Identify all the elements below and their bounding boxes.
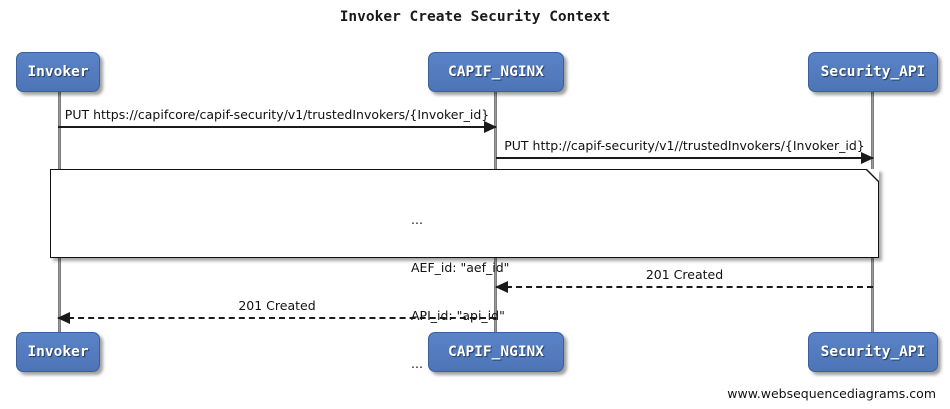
message-label: 201 Created — [645, 267, 724, 282]
message-line — [496, 286, 873, 288]
note-content: ... AEF_id: "aef_id" API_id: "api_id" ..… — [411, 180, 509, 404]
note-line: AEF_id: "aef_id" — [411, 260, 510, 275]
note-line: ... — [411, 212, 423, 227]
arrowhead-icon — [484, 121, 497, 133]
participant-label: CAPIF_NGINX — [447, 344, 545, 360]
message-label: PUT http://capif-security/v1//trustedInv… — [504, 138, 865, 153]
message-label: 201 Created — [238, 298, 316, 313]
arrowhead-icon — [861, 152, 874, 164]
participant-invoker-top[interactable]: Invoker — [16, 52, 100, 92]
participant-invoker-bottom[interactable]: Invoker — [16, 332, 100, 372]
message-line — [58, 126, 496, 128]
participant-label: CAPIF_NGINX — [447, 64, 545, 80]
participant-security-api-top[interactable]: Security_API — [808, 52, 938, 92]
note-fold-corner-icon — [867, 169, 879, 181]
message-label: PUT https://capifcore/capif-security/v1/… — [64, 107, 490, 122]
message-line — [496, 157, 873, 159]
page-title: Invoker Create Security Context — [339, 9, 611, 25]
arrowhead-icon — [57, 312, 70, 324]
participant-capif-nginx-bottom[interactable]: CAPIF_NGINX — [428, 332, 564, 372]
message-line — [58, 317, 496, 319]
participant-capif-nginx-top[interactable]: CAPIF_NGINX — [428, 52, 564, 92]
note-box: ... AEF_id: "aef_id" API_id: "api_id" ..… — [50, 169, 879, 371]
participant-label: Security_API — [820, 64, 926, 80]
arrowhead-icon — [495, 281, 508, 293]
note-line: ... — [411, 356, 423, 371]
note-line: API_id: "api_id" — [411, 308, 505, 323]
participant-label: Security_API — [820, 344, 926, 360]
participant-label: Invoker — [27, 344, 89, 360]
participant-security-api-bottom[interactable]: Security_API — [808, 332, 938, 372]
participant-label: Invoker — [27, 64, 89, 80]
footer-credit: www.websequencediagrams.com — [727, 386, 936, 401]
